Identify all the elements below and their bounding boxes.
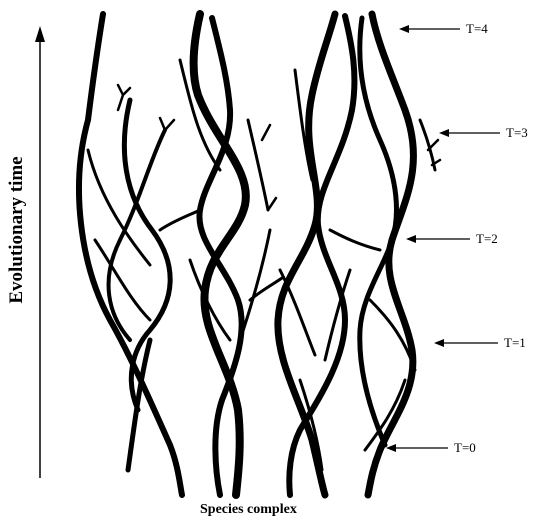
time-marker-t1: T=1 — [434, 335, 526, 350]
time-marker-t2: T=2 — [406, 231, 498, 246]
y-axis-label: Evolutionary time — [6, 156, 28, 303]
time-label-t1: T=1 — [504, 335, 526, 350]
time-label-t2: T=2 — [476, 231, 498, 246]
time-label-t0: T=0 — [454, 440, 476, 455]
time-label-t3: T=3 — [506, 125, 528, 140]
reticulation-links — [160, 210, 380, 300]
time-marker-t0: T=0 — [386, 440, 476, 455]
time-label-t4: T=4 — [466, 21, 488, 36]
time-marker-t3: T=3 — [439, 125, 528, 140]
x-axis-label: Species complex — [200, 502, 297, 518]
time-axis-arrowhead — [35, 26, 45, 42]
time-marker-t4: T=4 — [399, 21, 488, 36]
lineage-column-3 — [278, 14, 355, 495]
lineage-strands — [79, 14, 440, 495]
lineage-column-1 — [79, 14, 182, 495]
lineage-column-4 — [360, 14, 440, 495]
lineage-column-2 — [180, 14, 276, 495]
